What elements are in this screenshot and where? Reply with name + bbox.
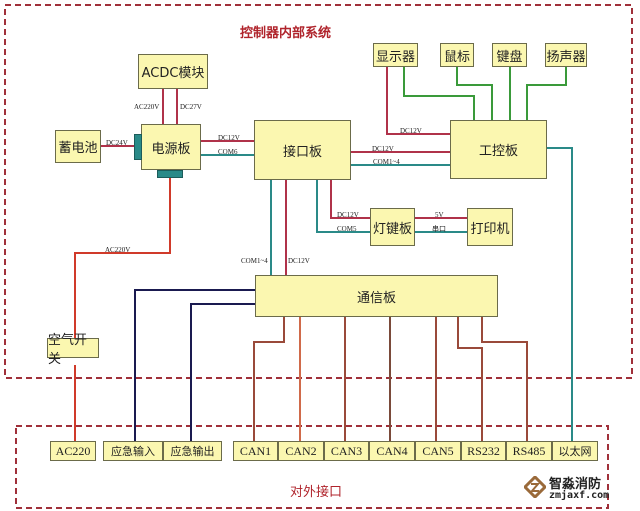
wire-emergency-in xyxy=(134,289,255,442)
port-can1: CAN1 xyxy=(233,441,278,461)
wire-label-power-iface-com6: COM6 xyxy=(218,148,238,156)
wire-label-display-dc12: DC12V xyxy=(400,127,422,135)
power-board-bottom-connector xyxy=(157,170,183,178)
wire-label-acdc-ac220: AC220V xyxy=(134,103,160,111)
port-rs485: RS485 xyxy=(506,441,552,461)
mouse-box: 鼠标 xyxy=(440,43,474,67)
wire-label-mains-ac220: AC220V xyxy=(105,246,131,254)
port-rs232: RS232 xyxy=(461,441,506,461)
wire-ipc-ethernet xyxy=(547,147,573,442)
wire-can1 xyxy=(253,316,285,442)
wire-label-lamp-printer-serial: 串口 xyxy=(432,225,446,233)
wire-label-power-iface-dc12: DC12V xyxy=(218,134,240,142)
wire-display-data xyxy=(403,67,475,120)
wire-rs232 xyxy=(457,316,483,442)
wire-label-iface-ipc-dc12: DC12V xyxy=(372,145,394,153)
wire-label-iface-comm-com: COM1~4 xyxy=(241,257,268,265)
lamp-key-board-box: 灯键板 xyxy=(370,208,415,246)
wire-rs485 xyxy=(481,316,528,442)
port-emergency-input: 应急输入 xyxy=(103,441,163,461)
wire-emergency-out xyxy=(190,303,255,442)
wire-display-dc12 xyxy=(386,67,450,135)
wire-label-iface-comm-dc12: DC12V xyxy=(288,257,310,265)
port-can2: CAN2 xyxy=(278,441,324,461)
acdc-module-box: ACDC模块 xyxy=(138,54,208,89)
watermark-logo-icon xyxy=(522,474,548,503)
wire-mains-ac220 xyxy=(74,178,171,340)
comm-board-box: 通信板 xyxy=(255,275,498,317)
port-ac220: AC220 xyxy=(50,441,96,461)
speaker-box: 扬声器 xyxy=(545,43,587,67)
wire-label-acdc-dc27: DC27V xyxy=(180,103,202,111)
battery-box: 蓄电池 xyxy=(55,130,101,163)
wire-label-iface-lamp-com5: COM5 xyxy=(337,225,357,233)
watermark-name: 智淼消防 xyxy=(549,477,602,492)
air-switch-box: 空气开关 xyxy=(47,333,99,367)
port-emergency-output: 应急输出 xyxy=(163,441,222,461)
wire-label-battery-dc24: DC24V xyxy=(106,139,128,147)
wire-speaker-data xyxy=(526,67,567,120)
wire-iface-lamp-com5 xyxy=(316,180,370,233)
external-interface-border xyxy=(15,425,609,509)
port-ethernet: 以太网 xyxy=(552,441,598,461)
keyboard-box: 键盘 xyxy=(492,43,527,67)
wire-label-iface-lamp-dc12: DC12V xyxy=(337,211,359,219)
power-board-box: 电源板 xyxy=(141,124,201,170)
power-board-side-connector xyxy=(134,134,142,160)
ipc-board-box: 工控板 xyxy=(450,120,547,179)
port-can4: CAN4 xyxy=(369,441,415,461)
external-interface-border xyxy=(16,426,287,508)
wire-label-lamp-printer-5v: 5V xyxy=(435,211,444,219)
display-box: 显示器 xyxy=(373,43,418,67)
port-can5: CAN5 xyxy=(415,441,461,461)
interface-board-box: 接口板 xyxy=(254,120,351,180)
wire-label-iface-ipc-com: COM1~4 xyxy=(373,158,400,166)
internal-system-title: 控制器内部系统 xyxy=(240,26,332,41)
external-interface-title: 对外接口 xyxy=(290,485,343,500)
printer-box: 打印机 xyxy=(467,208,513,246)
wire-mouse-data xyxy=(456,67,493,120)
watermark-url: zmjaxf.com xyxy=(549,490,610,501)
wire-iface-lamp-dc12 xyxy=(330,180,370,219)
internal-system-border xyxy=(4,4,633,379)
port-can3: CAN3 xyxy=(324,441,369,461)
